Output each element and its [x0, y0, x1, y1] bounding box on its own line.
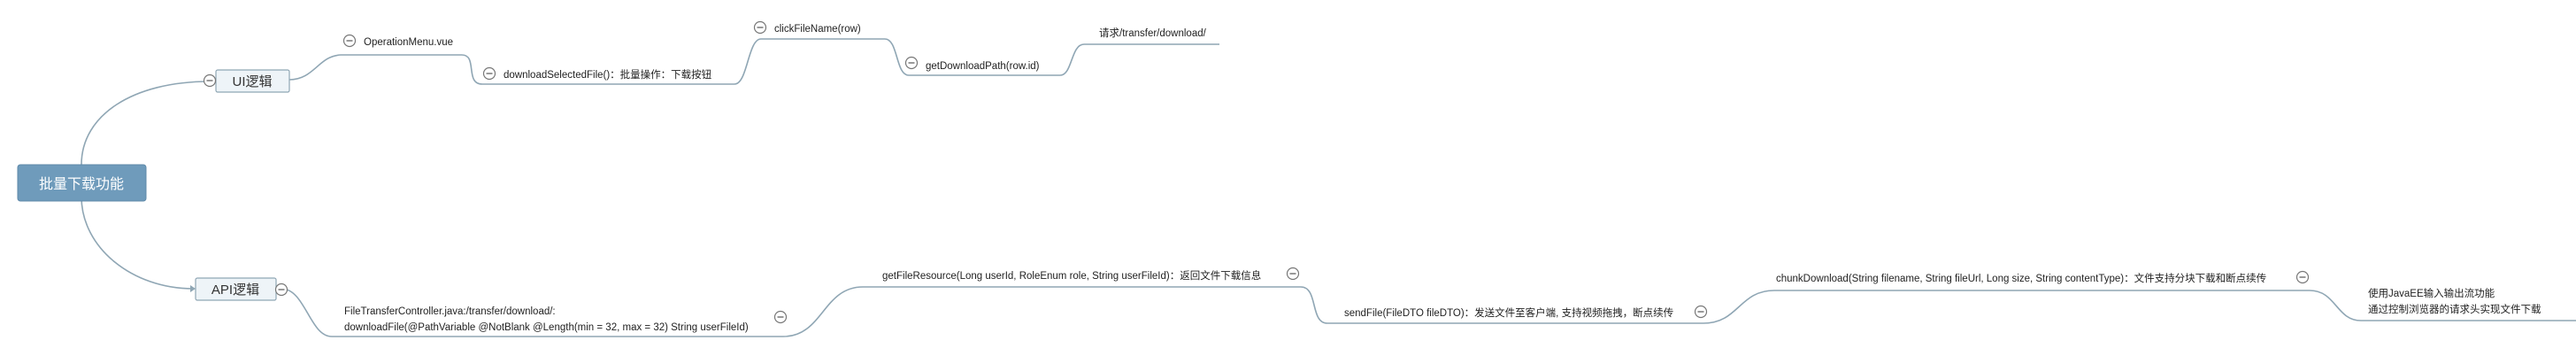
- node-controller-line2[interactable]: downloadFile(@PathVariable @NotBlank @Le…: [344, 322, 749, 333]
- ui-branch-node[interactable]: UI逻辑: [215, 69, 290, 93]
- node-getdownloadpath[interactable]: getDownloadPath(row.id): [926, 61, 1040, 72]
- connector-downloadselected-clickfilename: [734, 38, 762, 85]
- root-node-box[interactable]: [17, 164, 147, 202]
- connector-api-controller: [281, 288, 333, 337]
- connector-getdownloadpath-request: [1059, 43, 1085, 76]
- connector-sendfile-chunkdownload: [1703, 290, 1775, 324]
- api-branch-label: API逻辑: [211, 282, 259, 298]
- collapse-getfileresource-button[interactable]: [1286, 267, 1300, 281]
- node-downloadselected[interactable]: downloadSelectedFile()：批量操作：下载按钮: [504, 68, 712, 81]
- connector-controller-getfileresource: [782, 286, 864, 337]
- collapse-api-branch-button[interactable]: [274, 282, 288, 297]
- ui-branch-label: UI逻辑: [232, 74, 272, 89]
- api-branch-node[interactable]: API逻辑: [195, 277, 277, 301]
- collapse-clickfilename-button[interactable]: [753, 20, 767, 35]
- node-chunkdownload[interactable]: chunkDownload(String filename, String fi…: [1776, 272, 2266, 284]
- node-javaee-line2[interactable]: 通过控制浏览器的请求头实现文件下载: [2368, 303, 2541, 315]
- connector-chunkdownload-javaee: [2309, 290, 2362, 321]
- root-node[interactable]: 批量下载功能: [17, 164, 147, 202]
- connector-root-api: [81, 196, 194, 290]
- collapse-getdownloadpath-button[interactable]: [904, 56, 919, 70]
- collapse-operationmenu-button[interactable]: [342, 34, 357, 48]
- connector-root-ui: [81, 81, 211, 166]
- node-javaee-line1[interactable]: 使用JavaEE输入输出流功能: [2368, 287, 2495, 299]
- connector-clickfilename-getdownloadpath: [884, 38, 910, 76]
- node-request-path[interactable]: 请求/transfer/download/: [1099, 27, 1207, 39]
- collapse-chunkdownload-button[interactable]: [2295, 270, 2310, 284]
- node-clickfilename[interactable]: clickFileName(row): [774, 24, 861, 35]
- connector-lines: [81, 38, 2576, 337]
- api-arrowhead-icon: [190, 285, 196, 292]
- collapse-ui-branch-button[interactable]: [203, 74, 217, 88]
- node-getfileresource[interactable]: getFileResource(Long userId, RoleEnum ro…: [882, 269, 1261, 282]
- collapse-controller-button[interactable]: [773, 310, 788, 324]
- connector-getfileresource-sendfile: [1300, 286, 1328, 324]
- connector-operationmenu-downloadselected: [461, 54, 483, 85]
- node-controller-line1[interactable]: FileTransferController.java:/transfer/do…: [344, 306, 556, 317]
- node-sendfile[interactable]: sendFile(FileDTO fileDTO)：发送文件至客户端, 支持视频…: [1344, 306, 1673, 319]
- root-node-label: 批量下载功能: [39, 176, 124, 192]
- collapse-sendfile-button[interactable]: [1694, 305, 1708, 319]
- collapse-downloadselected-button[interactable]: [482, 66, 496, 81]
- connector-ui-operationmenu: [288, 54, 342, 81]
- node-operationmenu[interactable]: OperationMenu.vue: [364, 37, 453, 48]
